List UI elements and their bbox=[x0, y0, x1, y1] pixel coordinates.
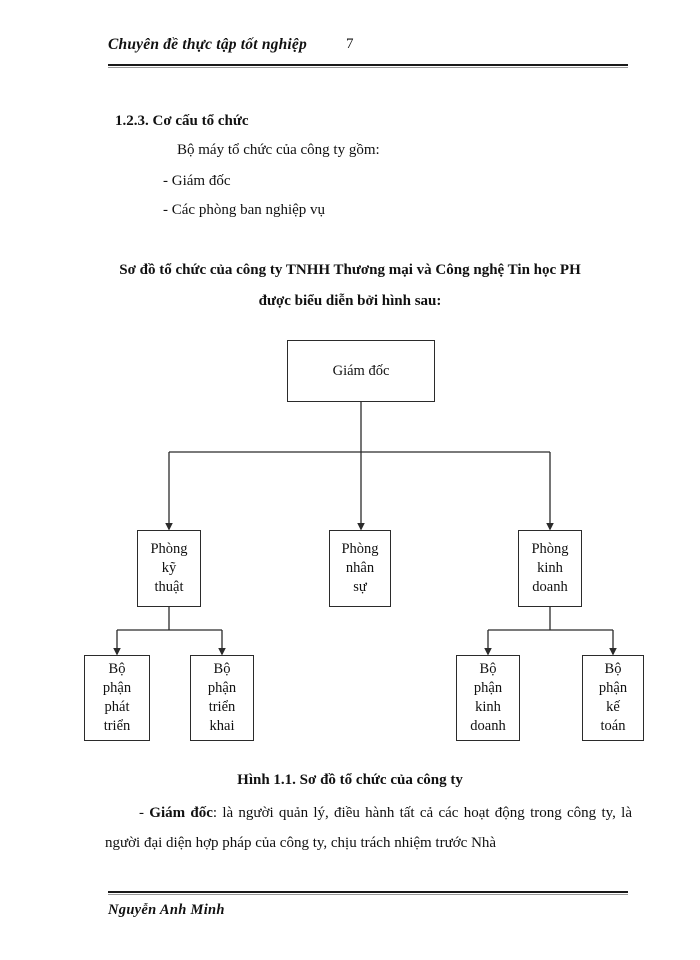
figure-intro: Sơ đồ tổ chức của công ty TNHH Thương mạ… bbox=[60, 255, 640, 317]
section-heading: 1.2.3. Cơ cấu tổ chức bbox=[115, 113, 249, 129]
org-node-label: Phòng nhân sự bbox=[341, 541, 379, 595]
paragraph-text: : là người quản lý, điều hành tất cả các… bbox=[105, 805, 632, 851]
paragraph-term: Giám đốc bbox=[149, 805, 213, 821]
org-node-phong-ky-thuat: Phòng kỹ thuật bbox=[137, 530, 201, 607]
section-lead-text: Bộ máy tổ chức của công ty gồm: bbox=[177, 142, 380, 158]
header-rule bbox=[108, 64, 628, 66]
footer-rule-secondary bbox=[108, 894, 628, 895]
org-node-bo-phan-trien-khai: Bộ phận triển khai bbox=[190, 655, 254, 741]
header-rule-secondary bbox=[108, 67, 628, 68]
footer-author: Nguyễn Anh Minh bbox=[108, 902, 225, 918]
page-number: 7 bbox=[346, 36, 354, 52]
paragraph-dash: - bbox=[139, 805, 144, 821]
org-node-bo-phan-kinh-doanh: Bộ phận kinh doanh bbox=[456, 655, 520, 741]
list-item: - Các phòng ban nghiệp vụ bbox=[163, 202, 326, 218]
figure-intro-line-2: được biểu diễn bởi hình sau: bbox=[258, 293, 442, 309]
org-node-label: Bộ phận phát triển bbox=[102, 661, 132, 734]
list-item: - Giám đốc bbox=[163, 173, 231, 189]
org-node-bo-phan-phat-trien: Bộ phận phát triển bbox=[84, 655, 150, 741]
org-node-label: Bộ phận kinh doanh bbox=[470, 661, 506, 734]
org-node-label: Giám đốc bbox=[332, 362, 390, 379]
body-paragraph: - Giám đốc: là người quản lý, điều hành … bbox=[105, 798, 632, 858]
org-node-label: Bộ phận triển khai bbox=[207, 661, 237, 734]
figure-caption: Hình 1.1. Sơ đồ tổ chức của công ty bbox=[237, 772, 463, 788]
org-node-label: Phòng kỹ thuật bbox=[150, 541, 188, 595]
footer-rule bbox=[108, 891, 628, 893]
running-header: Chuyên đề thực tập tốt nghiệp 7 bbox=[108, 36, 628, 62]
org-node-giam-doc: Giám đốc bbox=[287, 340, 435, 402]
org-node-label: Bộ phận kế toán bbox=[598, 661, 628, 734]
org-node-label: Phòng kinh doanh bbox=[531, 541, 569, 595]
header-title: Chuyên đề thực tập tốt nghiệp bbox=[108, 36, 307, 53]
figure-intro-line-1: Sơ đồ tổ chức của công ty TNHH Thương mạ… bbox=[119, 262, 581, 278]
org-node-bo-phan-ke-toan: Bộ phận kế toán bbox=[582, 655, 644, 741]
org-node-phong-kinh-doanh: Phòng kinh doanh bbox=[518, 530, 582, 607]
org-node-phong-nhan-su: Phòng nhân sự bbox=[329, 530, 391, 607]
